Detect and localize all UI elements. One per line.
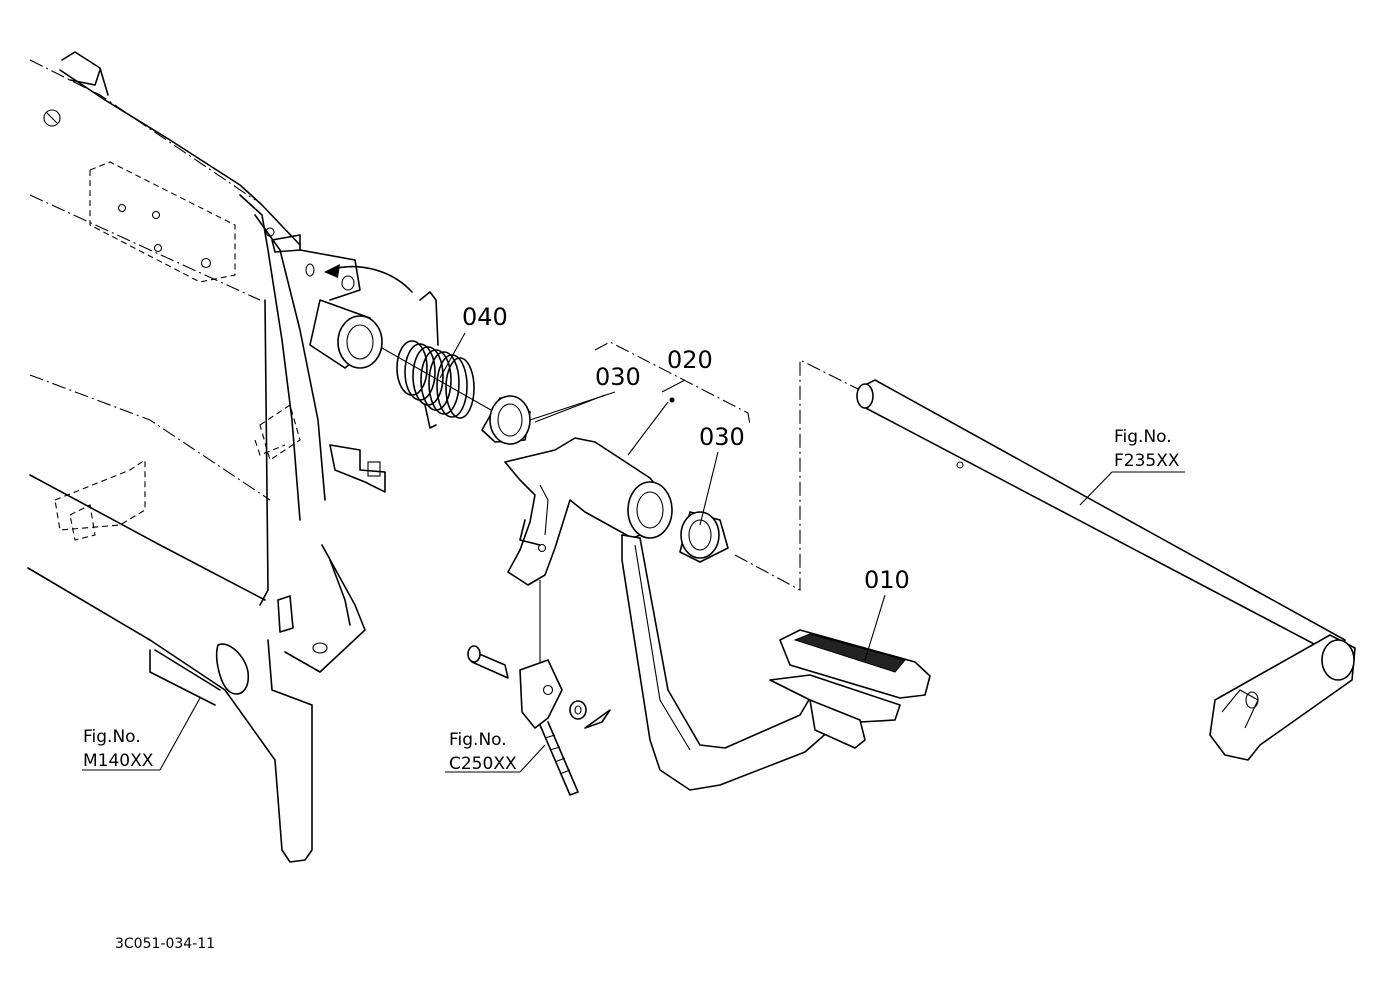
bushing-right [679,511,729,563]
torsion-spring [396,291,475,429]
callout-030-right: 030 [699,423,745,451]
pedal-pad [769,629,931,749]
ref-c250-line1: Fig.No. [449,730,507,750]
clevis-rod [467,580,611,796]
ref-m140-line2: M140XX [83,751,154,771]
callout-030-left: 030 [595,363,641,391]
pedal-arm [504,437,836,791]
ref-f235-line2: F235XX [1114,451,1180,471]
ref-f235-line1: Fig.No. [1114,427,1172,447]
ref-m140-line1: Fig.No. [83,727,141,747]
callout-040: 040 [462,303,508,331]
drawing-code: 3C051-034-11 [115,936,215,952]
leader-lines [82,332,1185,773]
callout-010: 010 [864,566,910,594]
callout-020: 020 [667,346,713,374]
ref-c250-line2: C250XX [449,754,517,774]
cross-shaft [734,359,1356,761]
frame-bracket [27,51,506,863]
bushing-left [481,391,616,445]
